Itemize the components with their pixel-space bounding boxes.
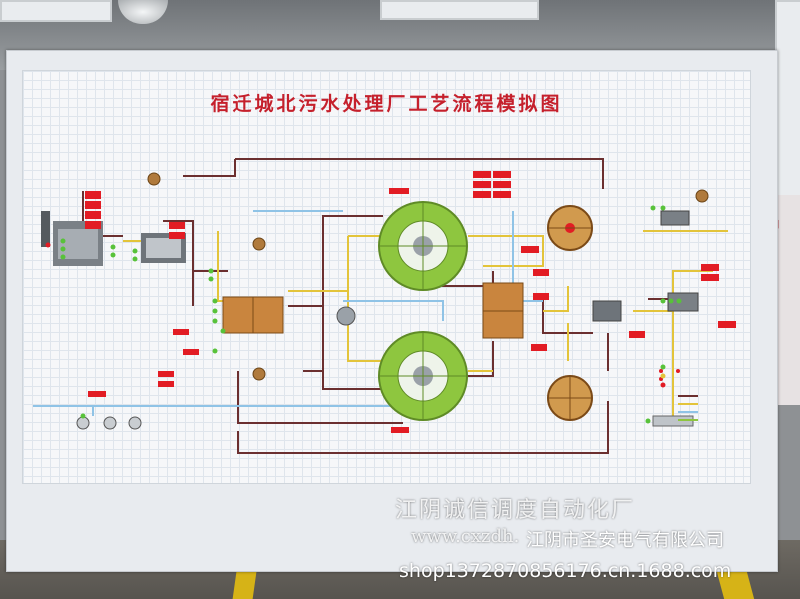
distribution-well: [336, 306, 356, 326]
reactor-bottom: [378, 331, 468, 421]
status-lights: [60, 205, 682, 424]
watermark-url: www.cxzdh.: [411, 526, 520, 547]
grit-tanks: [222, 282, 524, 339]
window-left: [0, 0, 112, 22]
board-title: 宿迁城北污水处理厂工艺流程模拟图: [210, 93, 563, 115]
reactor-top: [378, 201, 468, 291]
led-displays: [85, 171, 736, 433]
yellow-pipes: [53, 230, 728, 416]
process-board: 宿迁城北污水处理厂工艺流程模拟图: [22, 70, 751, 484]
watermark-company-1: 江阴诚信调度自动化厂: [395, 498, 636, 523]
right-equipment: [592, 210, 699, 427]
bottom-pumps: [76, 416, 142, 430]
window-right: [775, 0, 800, 204]
clarifier-bottom: [547, 375, 593, 421]
window-top: [380, 0, 539, 20]
legend-area: [660, 364, 698, 421]
clarifier-top: [547, 205, 593, 251]
dosing-tanks: [147, 172, 709, 381]
watermark-company-2: 江阴市圣安电气有限公司: [526, 530, 724, 551]
watermark-shop: shop1372870856176.cn.1688.com: [399, 560, 732, 582]
process-diagram: [33, 158, 736, 454]
